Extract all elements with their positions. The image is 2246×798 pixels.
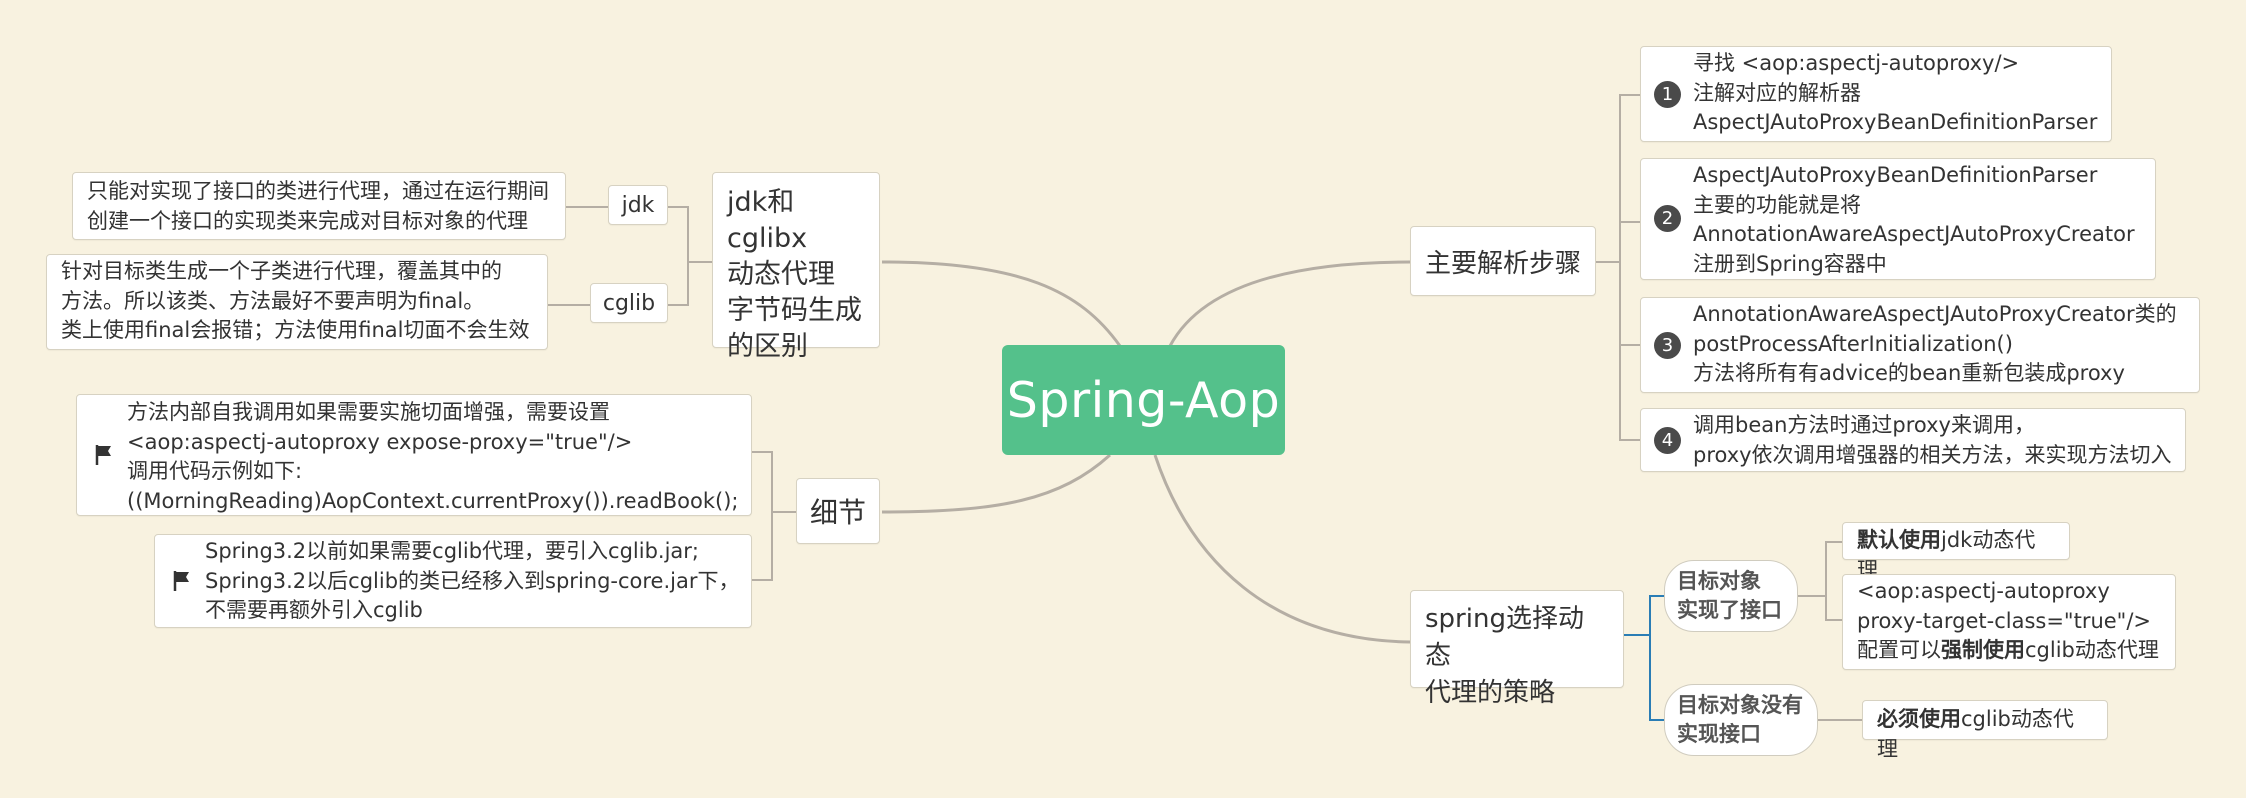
topic-details-label: 细节 — [809, 496, 866, 529]
step-2[interactable]: 2 AspectJAutoProxyBeanDefinitionParser 主… — [1640, 158, 2156, 280]
leaf-must-cglib-bold: 必须使用 — [1877, 707, 1961, 731]
flag-icon — [95, 445, 111, 465]
subtopic-jdk[interactable]: jdk — [608, 185, 668, 225]
topic-details[interactable]: 细节 — [796, 478, 880, 544]
topic-parse-steps-label: 主要解析步骤 — [1424, 248, 1581, 279]
leaf-force-cglib[interactable]: <aop:aspectj-autoproxy proxy-target-clas… — [1842, 574, 2176, 670]
detail-item-cglib-version[interactable]: Spring3.2以前如果需要cglib代理，要引入cglib.jar; Spr… — [154, 534, 752, 628]
topic-jdk-cglib[interactable]: jdk和cglibx 动态代理 字节码生成 的区别 — [712, 172, 880, 362]
leaf-must-cglib-rest: cglib动态代理 — [1877, 707, 2074, 761]
step-3-text: AnnotationAwareAspectJAutoProxyCreator类的… — [1693, 302, 2177, 385]
step-4[interactable]: 4 调用bean方法时通过proxy来调用， proxy依次调用增强器的相关方法… — [1640, 408, 2186, 472]
step-2-text: AspectJAutoProxyBeanDefinitionParser 主要的… — [1693, 163, 2135, 276]
subtopic-jdk-label: jdk — [621, 192, 655, 218]
topic-proxy-strategy[interactable]: spring选择动态 代理的策略 — [1410, 590, 1624, 708]
detail-item-self-invocation[interactable]: 方法内部自我调用如果需要实施切面增强，需要设置 <aop:aspectj-aut… — [76, 394, 752, 516]
subtopic-cglib[interactable]: cglib — [590, 283, 668, 323]
subtopic-cglib-label: cglib — [602, 290, 656, 316]
leaf-force-cglib-bold: 强制使用 — [1941, 638, 2025, 662]
topic-parse-steps[interactable]: 主要解析步骤 — [1410, 226, 1596, 296]
jdk-description[interactable]: 只能对实现了接口的类进行代理，通过在运行期间 创建一个接口的实现类来完成对目标对… — [72, 172, 566, 240]
leaf-must-cglib[interactable]: 必须使用cglib动态代理 — [1862, 700, 2108, 761]
step-1-text: 寻找 <aop:aspectj-autoproxy/> 注解对应的解析器 Asp… — [1693, 51, 2098, 134]
step-number-1: 1 — [1654, 81, 1681, 108]
flag-icon — [173, 571, 189, 591]
detail-cglib-version-text: Spring3.2以前如果需要cglib代理，要引入cglib.jar; Spr… — [205, 539, 740, 622]
root-title: Spring-Aop — [1006, 371, 1281, 429]
leaf-default-jdk-bold: 默认使用 — [1857, 528, 1941, 552]
leaf-force-cglib-rest: cglib动态代理 — [2025, 638, 2159, 662]
leaf-default-jdk[interactable]: 默认使用jdk动态代理 — [1842, 522, 2070, 582]
step-4-text: 调用bean方法时通过proxy来调用， proxy依次调用增强器的相关方法，来… — [1693, 413, 2172, 467]
step-1[interactable]: 1 寻找 <aop:aspectj-autoproxy/> 注解对应的解析器 A… — [1640, 46, 2112, 142]
cglib-description[interactable]: 针对目标类生成一个子类进行代理，覆盖其中的 方法。所以该类、方法最好不要声明为f… — [46, 254, 548, 350]
step-3[interactable]: 3 AnnotationAwareAspectJAutoProxyCreator… — [1640, 297, 2200, 393]
branch-implements-interface[interactable]: 目标对象 实现了接口 — [1664, 560, 1798, 632]
branch-no-interface[interactable]: 目标对象没有 实现接口 — [1664, 684, 1818, 756]
step-number-4: 4 — [1654, 427, 1681, 454]
step-number-2: 2 — [1654, 205, 1681, 232]
root-topic[interactable]: Spring-Aop — [1002, 345, 1285, 455]
step-number-3: 3 — [1654, 332, 1681, 359]
detail-self-invocation-text: 方法内部自我调用如果需要实施切面增强，需要设置 <aop:aspectj-aut… — [127, 400, 739, 513]
leaf-force-cglib-config: <aop:aspectj-autoproxy proxy-target-clas… — [1857, 579, 2152, 662]
